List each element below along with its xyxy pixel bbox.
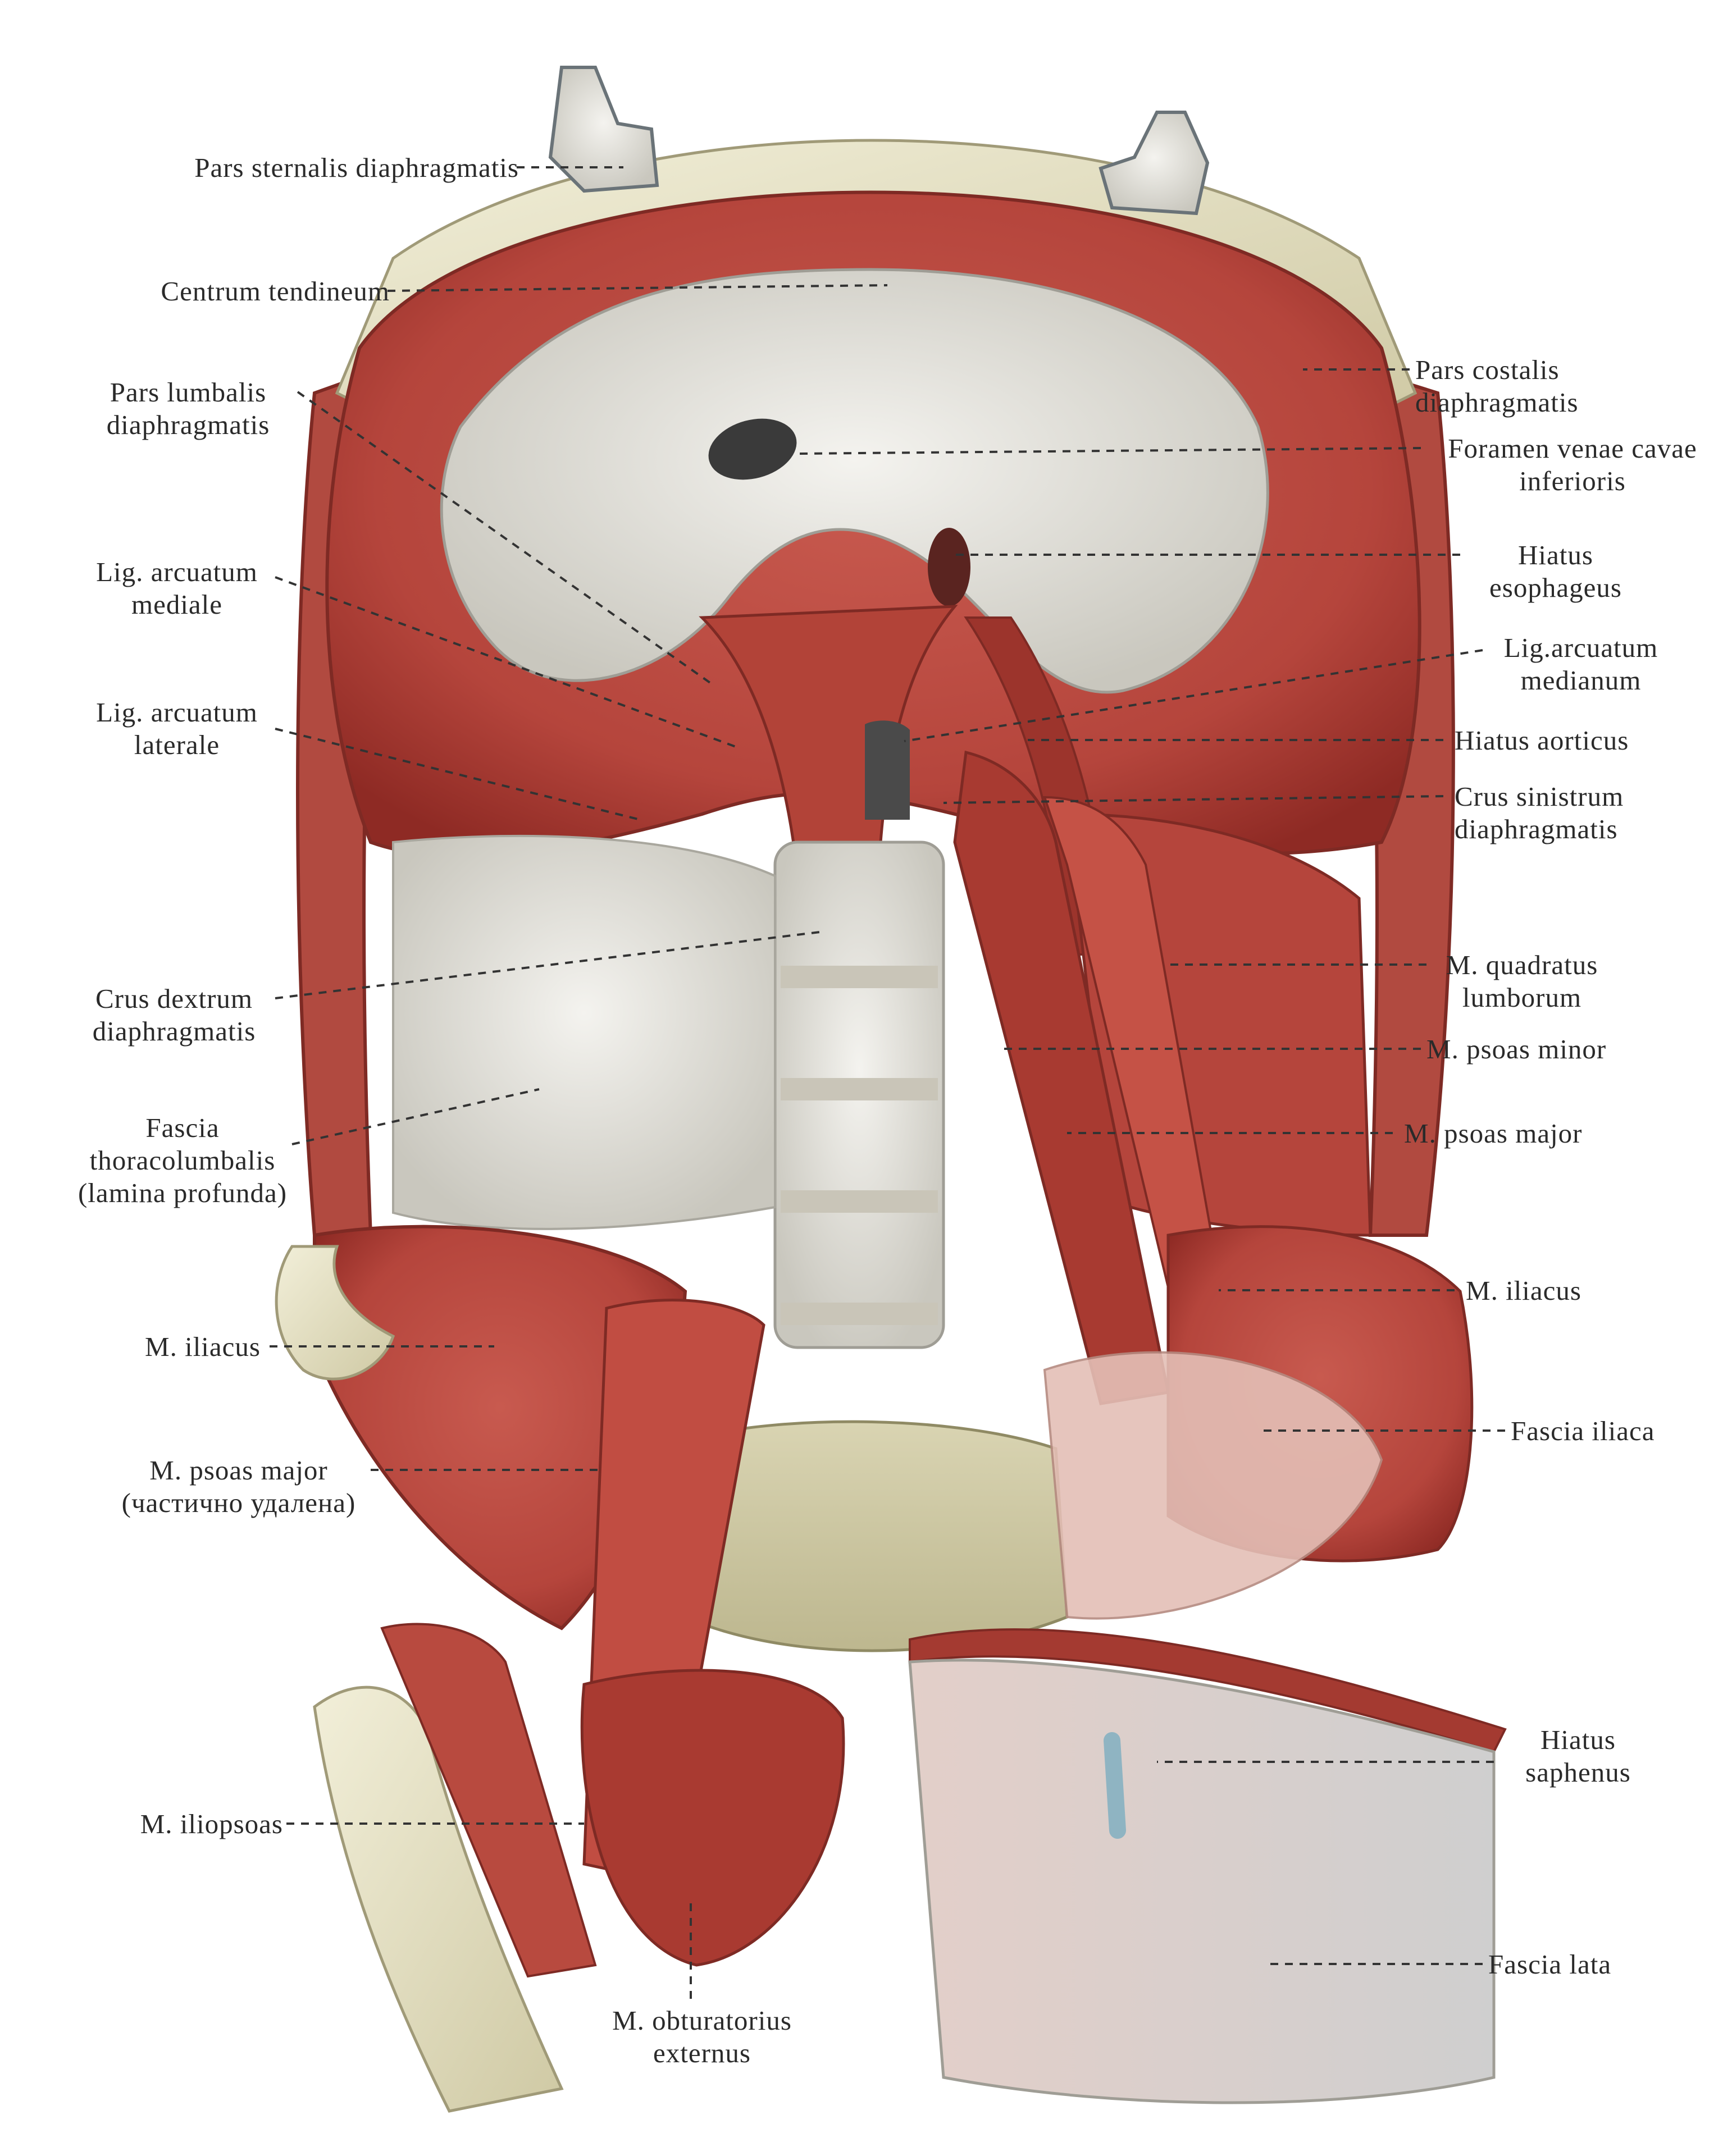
- label-lig-arcuatum-medianum: Lig.arcuatum medianum: [1503, 632, 1658, 696]
- label-lig-arcuatum-mediale: Lig. arcuatum mediale: [96, 556, 258, 620]
- retractors: [548, 66, 1210, 216]
- label-m-obturatorius-externus: M. obturatorius externus: [612, 2005, 792, 2068]
- left-femur: [313, 1685, 564, 2113]
- foramen-venae-cavae-opening: [708, 418, 797, 480]
- inguinal-band: [909, 1628, 1507, 1753]
- label-fascia-iliaca: Fascia iliaca: [1511, 1415, 1655, 1446]
- label-hiatus-saphenus: Hiatus saphenus: [1525, 1724, 1631, 1788]
- label-fascia-lata: Fascia lata: [1488, 1949, 1612, 1980]
- label-lig-arcuatum-laterale: Lig. arcuatum laterale: [96, 697, 258, 760]
- label-m-iliopsoas: M. iliopsoas: [140, 1808, 283, 1839]
- label-m-iliacus-left: M. iliacus: [145, 1331, 261, 1362]
- saphenous-vein: [1104, 1732, 1126, 1839]
- label-pars-sternalis: Pars sternalis diaphragmatis: [194, 152, 519, 183]
- label-centrum-tendineum: Centrum tendineum: [161, 276, 390, 307]
- left-iliopsoas-lower: [380, 1623, 597, 1978]
- label-hiatus-esophageus: Hiatus esophageus: [1489, 540, 1622, 603]
- label-m-psoas-minor: M. psoas minor: [1426, 1034, 1607, 1065]
- diaphragm: [325, 190, 1421, 858]
- label-m-iliacus-right: M. iliacus: [1466, 1275, 1581, 1306]
- label-crus-dextrum: Crus dextrum diaphragmatis: [92, 983, 256, 1047]
- label-pars-lumbalis: Pars lumbalis diaphragmatis: [106, 377, 270, 440]
- leader-lines: [270, 166, 1505, 1999]
- label-hiatus-aorticus: Hiatus aorticus: [1455, 725, 1629, 756]
- esophageal-hiatus-opening: [928, 528, 970, 606]
- label-m-quadratus-lumborum: M. quadratus lumborum: [1446, 949, 1598, 1013]
- vertebral-column: [773, 841, 945, 1349]
- label-m-psoas-major-left: M. psoas major (частично удалена): [121, 1455, 356, 1518]
- obturator-externus-shape: [580, 1669, 845, 1967]
- label-crus-sinistrum: Crus sinistrum diaphragmatis: [1455, 781, 1624, 844]
- right-thigh: [908, 1659, 1496, 2104]
- label-pars-costalis: Pars costalis diaphragmatis: [1415, 354, 1579, 418]
- label-m-psoas-major-right: M. psoas major: [1404, 1118, 1583, 1149]
- fascia-thoracolumbalis-area: [392, 834, 776, 1230]
- sacrum: [683, 1420, 1069, 1652]
- label-foramen-venae-cavae: Foramen venae cavae inferioris: [1448, 433, 1697, 496]
- fascia-iliaca-area: [1043, 1351, 1383, 1620]
- label-fascia-thoracolumbalis: Fascia thoracolumbalis (lamina profunda): [78, 1112, 288, 1208]
